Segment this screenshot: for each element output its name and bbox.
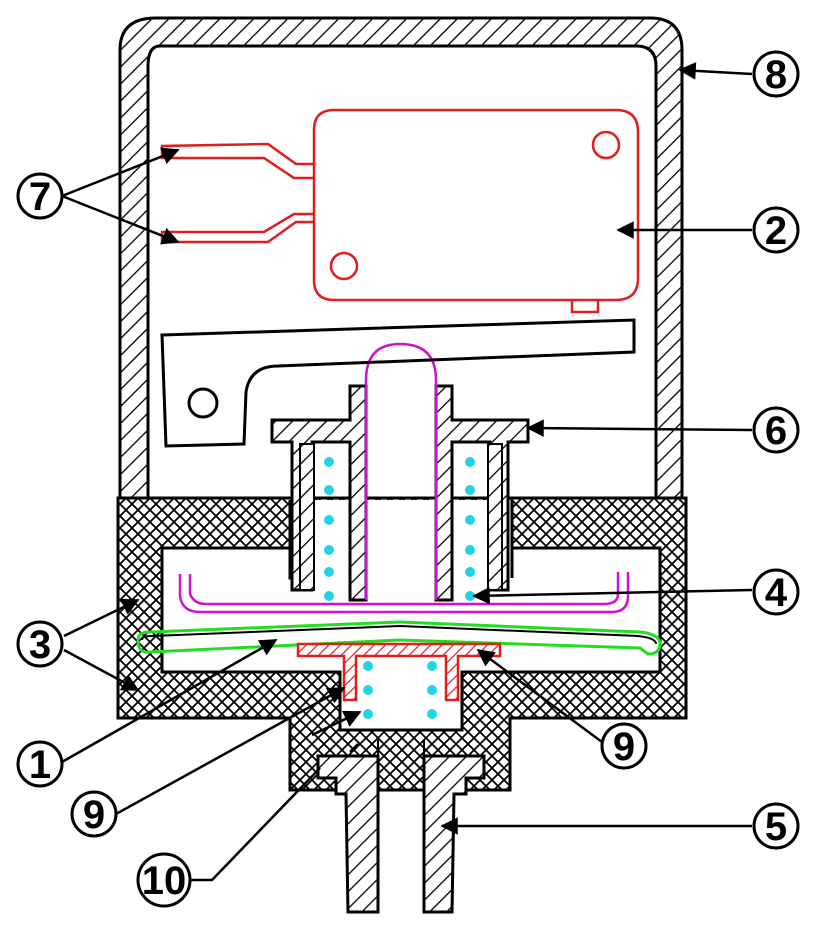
micro-switch [160, 108, 640, 314]
membrane [136, 620, 662, 656]
diaphragm-cup [178, 342, 630, 614]
callout-label-5: 5 [765, 805, 787, 849]
callout-label-3: 3 [29, 623, 51, 667]
callout-2: 2 [752, 206, 800, 254]
callout-7: 7 [16, 172, 64, 220]
spring-dots [324, 457, 475, 719]
valve-seat [296, 642, 502, 702]
callout-1: 1 [16, 740, 64, 788]
callout-6: 6 [752, 406, 800, 454]
callout-label-1: 1 [29, 743, 51, 787]
callout-5: 5 [752, 802, 800, 850]
callout-label-6: 6 [765, 409, 787, 453]
callout-label-4: 4 [765, 571, 788, 615]
lever-arm [160, 318, 636, 448]
callout-9-left: 9 [70, 790, 118, 838]
guide-bushing [270, 384, 530, 602]
callout-label-8: 8 [765, 53, 787, 97]
callout-9-right: 9 [600, 722, 648, 770]
callout-label-7: 7 [29, 175, 51, 219]
inlet-nozzle [316, 740, 486, 914]
callout-label-9-right: 9 [613, 725, 635, 769]
callout-4: 4 [752, 568, 800, 616]
callout-10: 10 [136, 852, 192, 908]
callouts: 8 2 6 4 5 7 3 1 [16, 50, 800, 908]
callout-label-2: 2 [765, 209, 787, 253]
base-body [116, 496, 688, 792]
membrane-outline [141, 624, 657, 645]
callout-8: 8 [752, 50, 800, 98]
callout-label-10: 10 [142, 859, 187, 903]
leaders [61, 62, 753, 882]
callout-3: 3 [16, 620, 64, 668]
callout-label-9-left: 9 [83, 793, 105, 837]
